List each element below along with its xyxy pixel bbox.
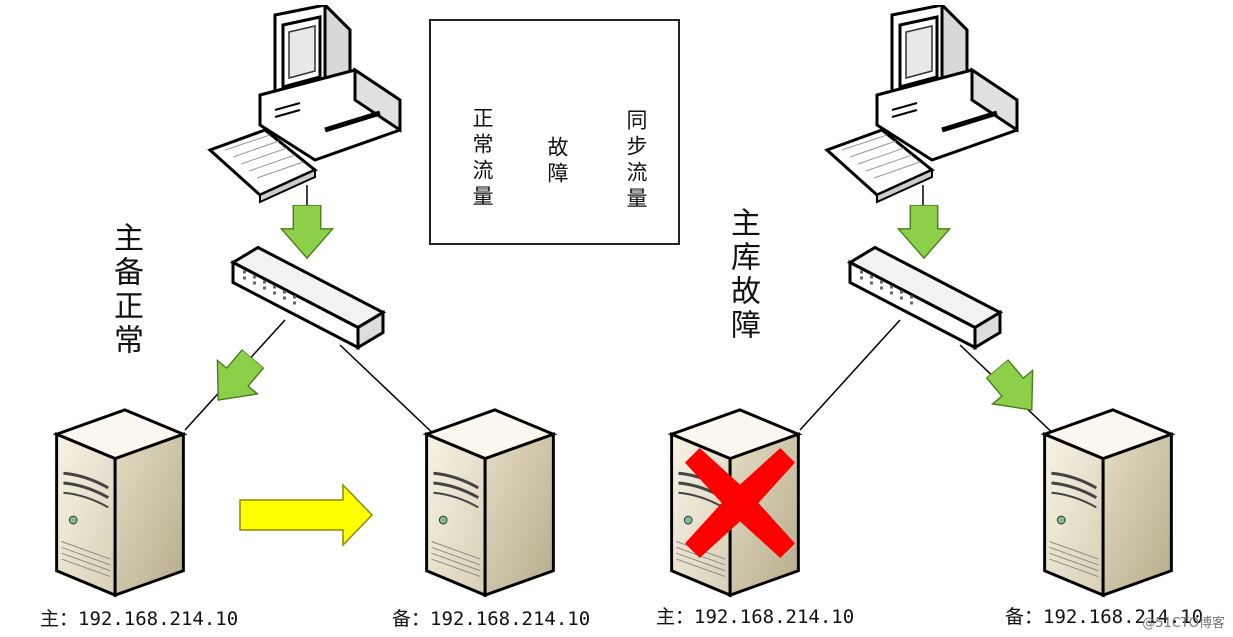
computer-icon bbox=[210, 5, 400, 202]
normal-flow-arrow bbox=[976, 351, 1053, 428]
legend-fault-label: 故障 bbox=[545, 136, 569, 188]
right-scenario-label: 主库故障 bbox=[725, 207, 760, 343]
backup-server-icon bbox=[1043, 408, 1173, 597]
left-primary-ip: 主：192.168.214.10 bbox=[40, 608, 239, 630]
normal-flow-arrow bbox=[280, 205, 334, 259]
link-switch-primary-right bbox=[799, 319, 901, 431]
legend-sync-label: 同步流量 bbox=[624, 109, 648, 213]
right-scenario bbox=[670, 5, 1173, 597]
legend-normal-label: 正常流量 bbox=[470, 107, 494, 211]
computer-icon bbox=[827, 5, 1017, 202]
network-switch-icon bbox=[848, 245, 1002, 350]
normal-flow-arrow bbox=[197, 341, 274, 418]
left-scenario-label: 主备正常 bbox=[108, 222, 143, 358]
network-switch-icon bbox=[231, 245, 385, 350]
right-backup-ip: 备：192.168.214.10 bbox=[1005, 606, 1204, 628]
link-switch-backup-left bbox=[339, 344, 441, 441]
watermark: @51CTO博客 bbox=[1142, 616, 1225, 631]
right-primary-ip: 主：192.168.214.10 bbox=[656, 606, 855, 628]
left-backup-ip: 备：192.168.214.10 bbox=[392, 608, 591, 630]
backup-server-icon bbox=[425, 408, 555, 597]
legend-box: 正常流量 故障 同步流量 bbox=[429, 19, 680, 245]
sync-flow-arrow bbox=[239, 483, 374, 547]
left-scenario bbox=[55, 5, 555, 597]
normal-flow-arrow bbox=[897, 205, 951, 259]
primary-server-icon bbox=[55, 408, 185, 597]
